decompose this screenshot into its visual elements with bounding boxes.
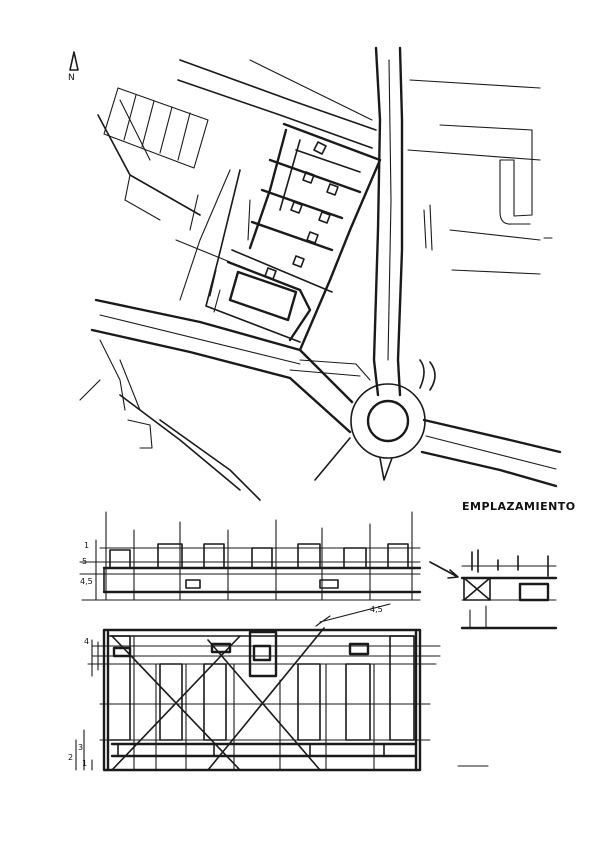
section-dim-low: 4,5	[80, 577, 93, 586]
site-plan	[79, 46, 562, 501]
section-dim-mid: 5	[82, 557, 87, 566]
plan-dim-left-c: 1	[82, 759, 87, 768]
north-arrow-icon	[69, 51, 79, 71]
floor-plan	[75, 603, 489, 772]
site-plan-title: EMPLAZAMIENTO	[462, 500, 576, 513]
detail-arrow-icon	[429, 561, 457, 577]
section-dim-top: 1	[84, 541, 89, 550]
plan-dim-span: 4,5	[370, 605, 383, 614]
section-detail	[460, 549, 558, 630]
plan-dim-left-b: 3	[78, 743, 83, 752]
plan-dim-left-a: 2	[68, 753, 73, 762]
plan-dim-top: 4	[84, 637, 89, 646]
north-label: N	[68, 73, 75, 83]
section-drawing	[79, 511, 422, 601]
